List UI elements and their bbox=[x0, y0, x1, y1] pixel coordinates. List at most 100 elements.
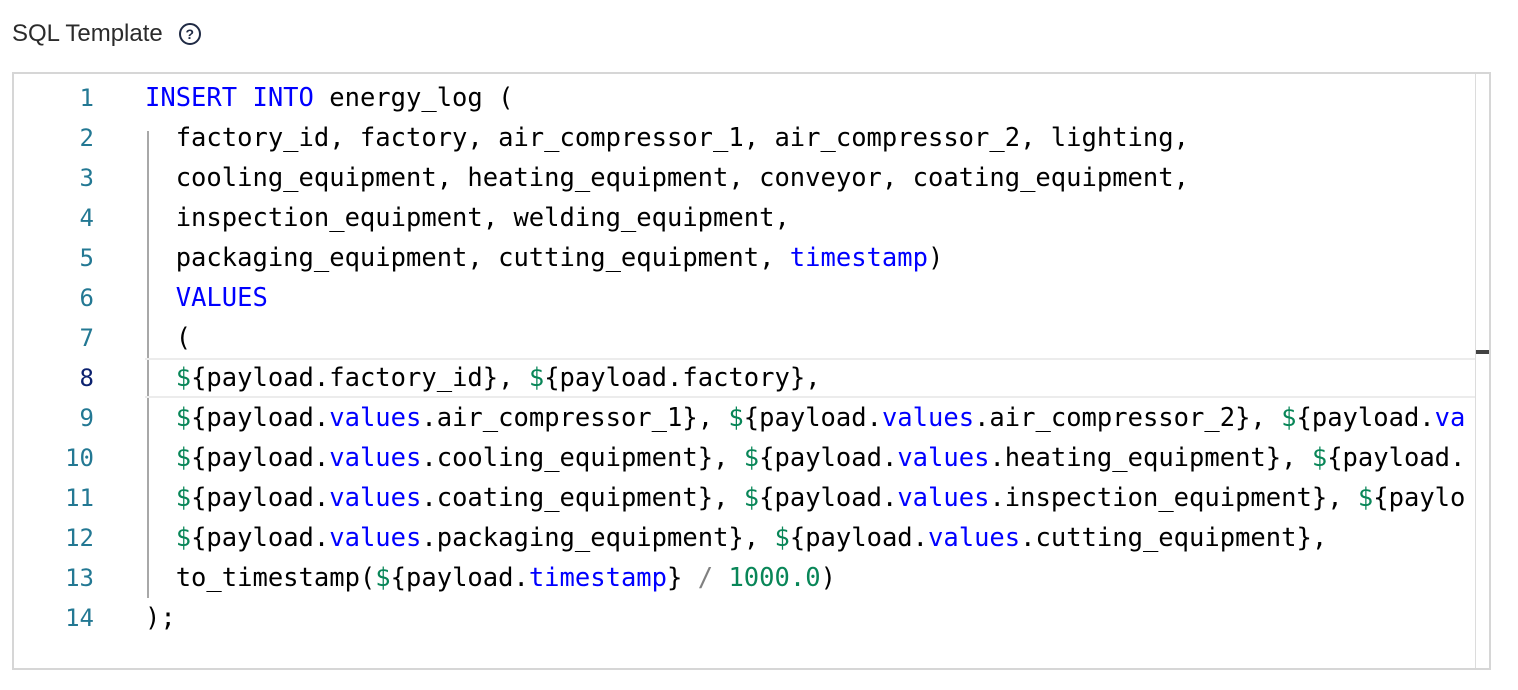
help-question-icon[interactable]: ? bbox=[178, 23, 201, 45]
code-token: $ bbox=[175, 523, 192, 553]
line-number: 9 bbox=[79, 404, 94, 432]
code-token: .coating_equipment}, bbox=[421, 483, 744, 513]
code-token: values bbox=[897, 443, 990, 473]
code-line[interactable]: 5 packaging_equipment, cutting_equipment… bbox=[14, 238, 1475, 278]
code-token: ); bbox=[145, 603, 176, 633]
code-line[interactable]: 6 VALUES bbox=[14, 278, 1475, 318]
code-text: to_timestamp(${payload.timestamp} / 1000… bbox=[145, 563, 836, 593]
code-line[interactable]: 8 ${payload.factory_id}, ${payload.facto… bbox=[14, 358, 1475, 398]
indent-guide bbox=[147, 131, 149, 598]
line-number: 14 bbox=[65, 604, 94, 632]
code-token bbox=[145, 443, 176, 473]
line-number: 13 bbox=[65, 564, 94, 592]
line-number: 11 bbox=[65, 484, 94, 512]
code-token: values bbox=[897, 483, 990, 513]
code-token bbox=[145, 483, 176, 513]
line-number: 10 bbox=[65, 444, 94, 472]
code-token: .cooling_equipment}, bbox=[421, 443, 744, 473]
code-token: 1000.0 bbox=[728, 563, 821, 593]
code-token bbox=[145, 523, 176, 553]
code-token: $ bbox=[175, 443, 192, 473]
code-token: $ bbox=[743, 483, 760, 513]
code-token: {payload. bbox=[191, 403, 330, 433]
code-token: $ bbox=[728, 403, 744, 433]
code-line[interactable]: 13 to_timestamp(${payload.timestamp} / 1… bbox=[14, 558, 1475, 598]
code-token: / bbox=[697, 563, 714, 593]
code-token bbox=[145, 403, 176, 433]
code-token: to_timestamp( bbox=[145, 563, 376, 593]
code-token: $ bbox=[375, 563, 391, 593]
code-token: $ bbox=[774, 523, 790, 553]
code-text: VALUES bbox=[145, 283, 268, 313]
code-token: {payload. bbox=[743, 403, 882, 433]
code-token bbox=[145, 363, 176, 393]
code-token: {payload. bbox=[191, 483, 330, 513]
code-token: ) bbox=[927, 243, 944, 273]
code-token: .packaging_equipment}, bbox=[421, 523, 775, 553]
line-number: 8 bbox=[79, 364, 94, 392]
code-text: factory_id, factory, air_compressor_1, a… bbox=[145, 123, 1189, 153]
code-token: values bbox=[881, 403, 975, 433]
code-token bbox=[713, 563, 728, 593]
code-line[interactable]: 3 cooling_equipment, heating_equipment, … bbox=[14, 158, 1475, 198]
code-token: {payload.factory_id}, bbox=[191, 363, 529, 393]
code-token: .air_compressor_2}, bbox=[974, 403, 1282, 433]
code-token: inspection_equipment, welding_equipment, bbox=[145, 203, 790, 233]
code-text: ${payload.values.packaging_equipment}, $… bbox=[145, 523, 1327, 553]
code-line[interactable]: 2 factory_id, factory, air_compressor_1,… bbox=[14, 118, 1475, 158]
code-token: ) bbox=[820, 563, 836, 593]
code-text: ${payload.values.air_compressor_1}, ${pa… bbox=[145, 403, 1466, 433]
code-token: {payload.factory}, bbox=[544, 363, 821, 393]
code-line[interactable]: 12 ${payload.values.packaging_equipment}… bbox=[14, 518, 1475, 558]
code-token: INSERT INTO bbox=[145, 83, 314, 113]
code-token: timestamp bbox=[528, 563, 667, 593]
code-token: {paylo bbox=[1373, 483, 1466, 513]
line-number: 5 bbox=[79, 244, 94, 272]
code-token: {payload. bbox=[759, 483, 898, 513]
line-number: 12 bbox=[65, 524, 94, 552]
code-token: .air_compressor_1}, bbox=[421, 403, 729, 433]
vertical-scrollbar[interactable] bbox=[1475, 74, 1489, 668]
code-token: .cutting_equipment}, bbox=[1020, 523, 1328, 553]
code-token: .inspection_equipment}, bbox=[989, 483, 1358, 513]
code-token: factory_id, factory, air_compressor_1, a… bbox=[145, 123, 1189, 153]
code-token: ( bbox=[145, 323, 192, 353]
code-token: $ bbox=[1281, 403, 1297, 433]
code-token: } bbox=[667, 563, 698, 593]
code-line[interactable]: 11 ${payload.values.coating_equipment}, … bbox=[14, 478, 1475, 518]
code-token: va bbox=[1434, 403, 1466, 433]
code-token: $ bbox=[743, 443, 760, 473]
code-token: timestamp bbox=[789, 243, 928, 273]
code-token: {payload. bbox=[789, 523, 929, 553]
line-number: 2 bbox=[79, 124, 94, 152]
code-token: {payload. bbox=[390, 563, 529, 593]
code-text: inspection_equipment, welding_equipment, bbox=[145, 203, 790, 233]
code-token: $ bbox=[1357, 483, 1374, 513]
code-token: {payload. bbox=[759, 443, 898, 473]
code-line[interactable]: 4 inspection_equipment, welding_equipmen… bbox=[14, 198, 1475, 238]
code-line[interactable]: 10 ${payload.values.cooling_equipment}, … bbox=[14, 438, 1475, 478]
code-line[interactable]: 7 ( bbox=[14, 318, 1475, 358]
code-line[interactable]: 9 ${payload.values.air_compressor_1}, ${… bbox=[14, 398, 1475, 438]
line-number: 7 bbox=[79, 324, 94, 352]
line-number: 6 bbox=[79, 284, 94, 312]
code-text: ${payload.factory_id}, ${payload.factory… bbox=[145, 363, 821, 393]
code-token: $ bbox=[175, 483, 192, 513]
code-token: {payload. bbox=[1296, 403, 1435, 433]
code-token: cooling_equipment, heating_equipment, co… bbox=[145, 163, 1189, 193]
line-number: 3 bbox=[79, 164, 94, 192]
code-token: .heating_equipment}, bbox=[989, 443, 1312, 473]
code-token: {payload. bbox=[1327, 443, 1466, 473]
code-token: values bbox=[329, 443, 422, 473]
code-text: ( bbox=[145, 323, 191, 353]
code-line[interactable]: 14); bbox=[14, 598, 1475, 638]
code-token: values bbox=[329, 483, 422, 513]
code-text: INSERT INTO energy_log ( bbox=[145, 83, 513, 113]
code-token: {payload. bbox=[191, 523, 330, 553]
code-token: $ bbox=[1311, 443, 1328, 473]
code-token: $ bbox=[528, 363, 545, 393]
sql-template-label: SQL Template bbox=[12, 20, 163, 47]
